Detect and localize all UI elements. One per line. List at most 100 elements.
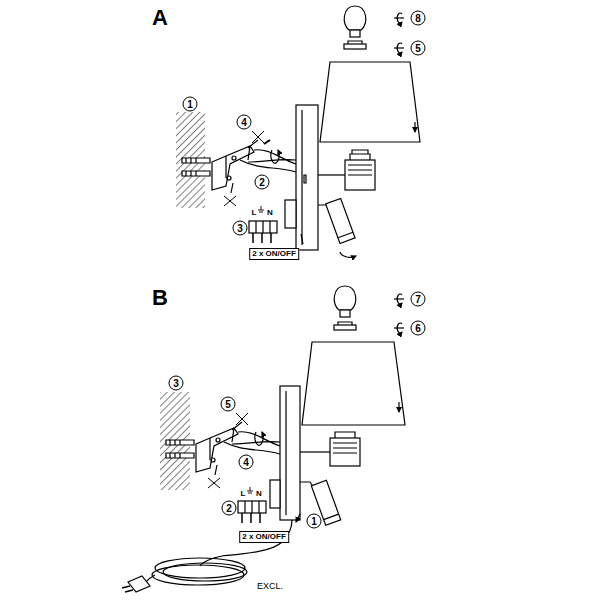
switch-label: 2 x ON/OFF — [249, 248, 299, 260]
terminal-block — [253, 233, 271, 243]
back-plate — [270, 480, 280, 508]
mounting-bracket — [232, 156, 236, 160]
rotate-arrows — [394, 17, 404, 18]
lamp-socket — [318, 174, 346, 175]
ring-nut — [344, 41, 366, 49]
mounting-bracket — [210, 428, 234, 460]
lamp-shade — [320, 62, 420, 142]
spot-light — [318, 198, 356, 257]
callout-number: 4 — [237, 115, 252, 130]
spot-light — [338, 232, 353, 237]
back-plate — [285, 391, 286, 515]
wires — [240, 150, 296, 172]
lamp-shade — [302, 342, 405, 425]
wires — [224, 432, 280, 454]
light-bulb — [340, 310, 350, 317]
back-plate — [301, 110, 302, 245]
leader-line — [301, 234, 303, 244]
power-cable — [143, 514, 300, 585]
wall-plugs — [186, 158, 196, 176]
back-plate — [285, 105, 318, 250]
terminal-block — [249, 206, 277, 243]
light-bulb — [350, 30, 360, 37]
terminal-block — [242, 513, 260, 523]
wall-plugs — [182, 158, 210, 176]
lamp-socket — [300, 432, 360, 466]
rotate-arrow — [255, 432, 263, 445]
lamp-socket — [318, 150, 375, 190]
panel-letter: A — [152, 7, 168, 29]
wall-plugs — [182, 158, 210, 176]
back-plate — [296, 105, 318, 250]
wires — [224, 432, 280, 454]
rotate-arrows — [394, 327, 404, 328]
back-plate — [285, 200, 296, 228]
lamp-socket — [330, 438, 360, 466]
wall-plugs — [166, 440, 194, 458]
light-bulb — [344, 6, 366, 30]
rotate-arrow — [255, 432, 263, 445]
terminal-label: N — [255, 490, 263, 498]
lamp-socket — [348, 165, 372, 175]
rotate-arrows — [394, 47, 404, 48]
lamp-socket — [333, 443, 357, 453]
mounting-bracket — [211, 458, 215, 462]
lamp-socket — [350, 150, 370, 160]
rotate-arrows — [394, 13, 404, 53]
spot-light — [340, 252, 356, 257]
spot-light — [326, 198, 355, 243]
leader-line — [301, 234, 303, 244]
power-plug — [122, 576, 150, 592]
light-bulb — [344, 6, 366, 37]
terminal-block — [238, 487, 266, 523]
callout-number: 7 — [411, 292, 426, 307]
rotate-arrow — [271, 150, 279, 163]
lamp-shade — [320, 62, 420, 142]
wall-plugs — [170, 440, 180, 458]
terminal-block — [245, 501, 259, 513]
terminal-block — [238, 501, 266, 513]
terminal-block — [258, 206, 264, 212]
callout-number: 4 — [239, 455, 254, 470]
rotate-arrows — [394, 298, 404, 299]
terminal-block — [256, 221, 270, 233]
wires — [264, 140, 270, 144]
back-plate — [270, 386, 300, 520]
ring-nut — [344, 44, 366, 49]
mounting-bracket — [226, 146, 250, 178]
terminal-block — [249, 221, 277, 233]
wall-plugs — [166, 440, 194, 458]
lamp-shade — [302, 342, 405, 425]
power-cable — [152, 565, 244, 585]
ring-nut — [338, 322, 352, 325]
lamp-socket — [300, 451, 332, 452]
switch-label: 2 x ON/OFF — [239, 531, 289, 543]
mounting-bracket — [216, 438, 220, 442]
screws — [215, 422, 242, 475]
rotate-arrow — [271, 150, 279, 163]
power-plug — [128, 576, 150, 592]
power-plug — [122, 586, 133, 592]
callout-number: 2 — [222, 501, 237, 516]
screws — [224, 131, 264, 206]
ring-nut — [334, 322, 356, 330]
light-bulb — [334, 286, 356, 310]
callout-number: 5 — [221, 397, 236, 412]
screws — [208, 413, 248, 488]
back-plate — [280, 386, 300, 520]
callout-number: 2 — [255, 175, 270, 190]
ring-nut — [334, 325, 356, 330]
note-label: EXCL. — [256, 582, 284, 591]
callout-number: 5 — [411, 41, 426, 56]
callout-number: 1 — [307, 514, 322, 529]
mounting-bracket — [227, 176, 231, 180]
terminal-label: L — [240, 490, 247, 498]
wires — [240, 140, 296, 172]
screws — [224, 131, 264, 206]
back-plate — [304, 175, 306, 183]
ring-nut — [348, 41, 362, 44]
terminal-block — [247, 487, 253, 493]
terminal-label: L — [251, 209, 258, 217]
spot-light — [324, 514, 339, 519]
spot-light — [326, 198, 355, 243]
